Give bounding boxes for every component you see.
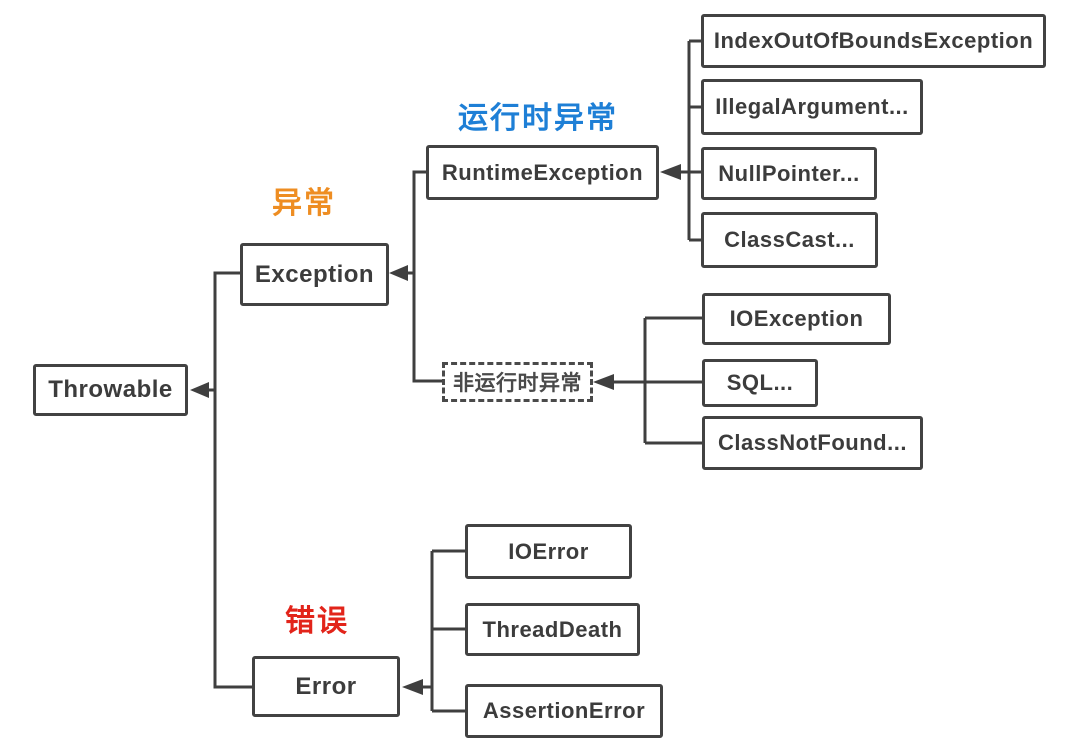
group-label-exception: 异常 [272,187,336,220]
node-runtime-exception-label: RuntimeException [441,159,644,185]
node-null-pointer-label: NullPointer... [718,160,860,186]
node-thread-death: ThreadDeath [465,603,640,656]
arrowhead-into-error [402,679,423,695]
node-error: Error [252,656,400,717]
node-assertion-error: AssertionError [465,684,663,738]
node-runtime-exception: RuntimeException [426,145,659,200]
node-throwable: Throwable [33,364,188,416]
node-illegal-argument-label: IllegalArgument... [715,94,909,119]
node-non-runtime-exception-label: 非运行时异常 [453,372,582,395]
arrowhead-into-exception [389,265,408,281]
node-index-out-of-bounds-exception-label: IndexOutOfBoundsException [713,28,1034,53]
node-null-pointer: NullPointer... [701,147,877,200]
node-exception: Exception [240,243,389,306]
node-io-exception-label: IOException [729,306,864,331]
node-assertion-error-label: AssertionError [482,698,646,723]
node-io-error: IOError [465,524,632,579]
node-io-exception: IOException [702,293,891,345]
node-sql: SQL... [702,359,818,407]
arrowhead-into-throwable [190,382,209,398]
group-label-error: 错误 [285,605,349,638]
node-illegal-argument: IllegalArgument... [701,79,923,135]
node-class-not-found: ClassNotFound... [702,416,923,470]
connector-trunk [213,271,252,689]
arrowhead-into-runtime-exception [660,164,681,180]
node-non-runtime-exception: 非运行时异常 [442,362,593,402]
node-class-not-found-label: ClassNotFound... [718,430,907,455]
node-exception-label: Exception [254,260,375,288]
node-class-cast: ClassCast... [701,212,878,268]
node-throwable-label: Throwable [48,376,173,403]
node-error-label: Error [295,672,357,700]
node-sql-label: SQL... [726,370,794,395]
arrowhead-into-non-runtime [593,374,614,390]
node-index-out-of-bounds-exception: IndexOutOfBoundsException [701,14,1046,68]
node-class-cast-label: ClassCast... [724,227,855,252]
node-thread-death-label: ThreadDeath [482,616,623,642]
group-label-runtime: 运行时异常 [458,102,618,135]
node-io-error-label: IOError [508,538,589,564]
connector-runtime-branch [412,170,442,383]
